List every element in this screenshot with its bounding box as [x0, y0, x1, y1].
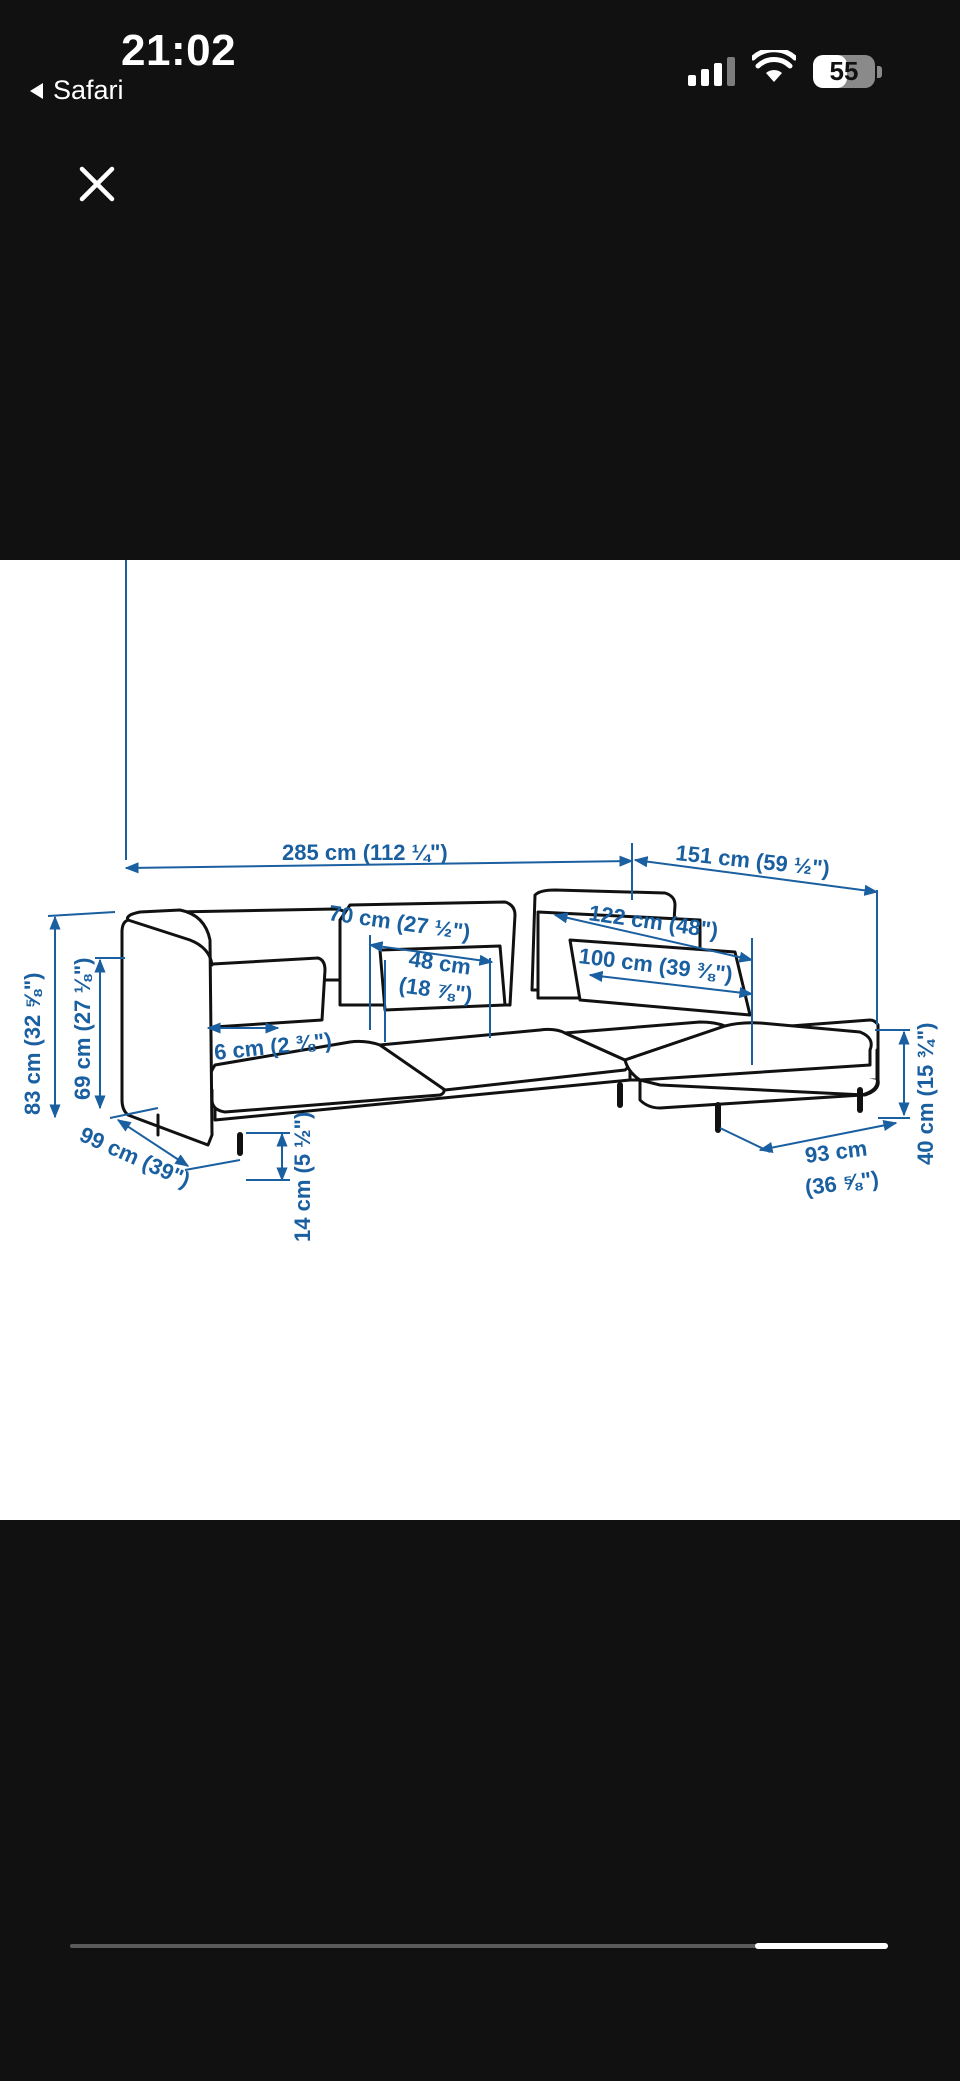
label-chaise-height: 40 cm (15 ¾"): [913, 1022, 938, 1165]
label-overall-width: 285 cm (112 ¼"): [282, 840, 448, 865]
gallery-position-track: [70, 1944, 888, 1948]
cellular-signal-icon: [688, 52, 735, 86]
label-leg-height: 14 cm (5 ½"): [290, 1112, 315, 1242]
sofa-drawing: [120, 888, 880, 1156]
battery-fill: [813, 55, 848, 88]
wifi-icon: [752, 50, 796, 82]
gallery-position-indicator[interactable]: [755, 1943, 888, 1949]
back-to-safari[interactable]: Safari: [30, 75, 124, 106]
back-app-label: Safari: [53, 75, 124, 105]
back-arrow-icon: [30, 82, 43, 99]
sofa-dimension-diagram: 285 cm (112 ¼") 151 cm (59 ½") 70 cm (27…: [20, 560, 938, 1242]
battery-icon: 55: [813, 55, 882, 88]
label-armrest-height: 69 cm (27 ⅛"): [70, 957, 95, 1100]
close-icon[interactable]: [76, 163, 118, 205]
battery-level: 55: [829, 56, 859, 86]
dimension-lines: [47, 560, 910, 1182]
status-bar: 21:02 Safari 55: [0, 0, 960, 120]
label-chaise-front-in: (36 ⅝"): [804, 1166, 881, 1200]
clock: 21:02: [121, 26, 237, 75]
product-image[interactable]: 285 cm (112 ¼") 151 cm (59 ½") 70 cm (27…: [0, 560, 960, 1520]
label-total-height: 83 cm (32 ⅝"): [20, 972, 45, 1115]
